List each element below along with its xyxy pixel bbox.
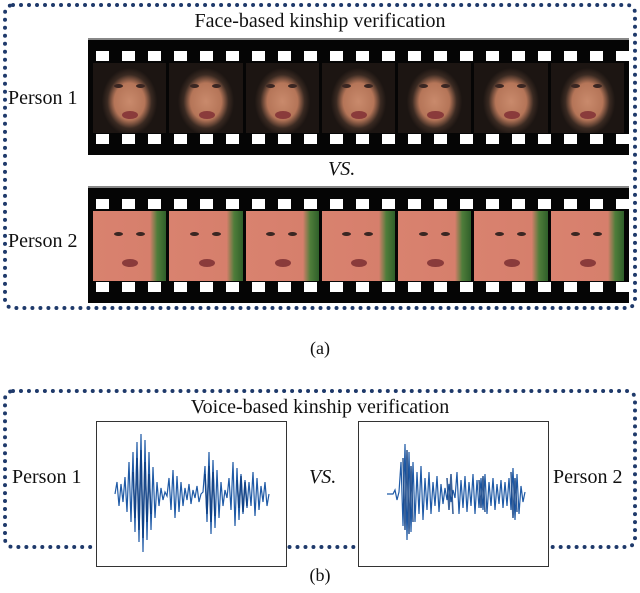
person1-waveform-box [96, 421, 287, 567]
film-sprockets-top [88, 51, 629, 61]
person2-waveform [387, 443, 526, 541]
person1-film-strip [88, 38, 629, 155]
person1-face-frame [474, 63, 548, 133]
film-sprockets-bottom [88, 282, 629, 292]
voice-vs-label: VS. [309, 466, 337, 488]
person1-face-frame [93, 63, 167, 133]
person2-face-frame [245, 211, 319, 281]
voice-verification-panel [3, 389, 637, 549]
face-verification-panel [3, 3, 637, 310]
caption-a: (a) [310, 338, 330, 358]
face-person1-label: Person 1 [8, 87, 78, 109]
person1-waveform [114, 433, 270, 553]
face-vs-label: VS. [328, 158, 356, 180]
person2-face-frame [398, 211, 472, 281]
voice-panel-title: Voice-based kinship verification [190, 396, 450, 418]
person1-frames [93, 63, 624, 133]
face-person2-label: Person 2 [8, 230, 78, 252]
voice-person2-label: Person 2 [553, 466, 623, 488]
person1-face-frame [321, 63, 396, 133]
film-sprockets-top [88, 199, 629, 209]
person1-face-frame [550, 63, 624, 133]
person2-face-frame [550, 211, 624, 281]
person2-frames [93, 211, 624, 281]
person2-waveform-box [358, 421, 549, 567]
person2-face-frame [169, 211, 243, 281]
caption-b: (b) [309, 565, 331, 585]
face-panel-title: Face-based kinship verification [194, 10, 446, 32]
person2-face-frame [474, 211, 548, 281]
person2-film-strip [88, 186, 629, 303]
film-sprockets-bottom [88, 134, 629, 144]
voice-person1-label: Person 1 [12, 466, 82, 488]
person1-face-frame [398, 63, 472, 133]
person1-face-frame [245, 63, 319, 133]
person1-face-frame [169, 63, 243, 133]
person2-face-frame [321, 211, 396, 281]
person2-face-frame [93, 211, 167, 281]
